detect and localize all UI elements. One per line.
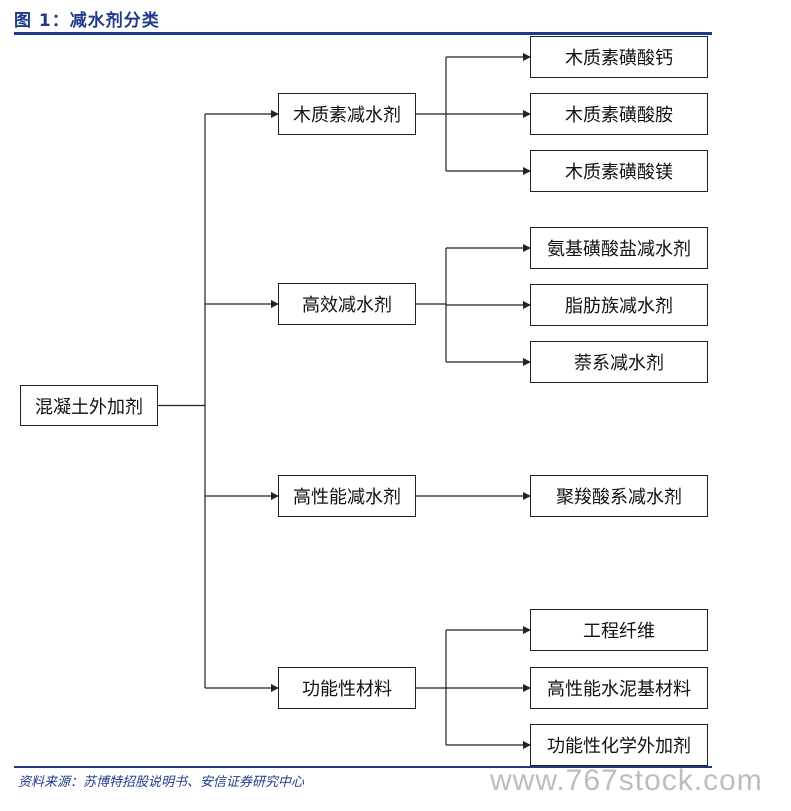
category-node-functional-material: 功能性材料: [278, 667, 416, 709]
category-node-lignin: 木质素减水剂: [278, 93, 416, 135]
root-node: 混凝土外加剂: [20, 385, 158, 426]
leaf-node: 萘系减水剂: [530, 341, 708, 383]
leaf-node: 功能性化学外加剂: [530, 724, 708, 766]
leaf-node: 工程纤维: [530, 609, 708, 651]
source-note: 资料来源：苏博特招股说明书、安信证券研究中心: [18, 775, 305, 790]
category-node-high-efficiency: 高效减水剂: [278, 283, 416, 325]
leaf-node: 木质素磺酸镁: [530, 150, 708, 192]
figure-title: 图 1：减水剂分类: [14, 11, 160, 31]
watermark: www.767stock.com: [490, 764, 763, 797]
leaf-node: 木质素磺酸胺: [530, 93, 708, 135]
bottom-rule: [14, 766, 712, 768]
category-node-high-performance: 高性能减水剂: [278, 475, 416, 517]
leaf-node: 氨基磺酸盐减水剂: [530, 227, 708, 269]
leaf-node: 木质素磺酸钙: [530, 36, 708, 78]
leaf-node: 高性能水泥基材料: [530, 667, 708, 709]
leaf-node: 脂肪族减水剂: [530, 284, 708, 326]
leaf-node: 聚羧酸系减水剂: [530, 475, 708, 517]
title-rule: [14, 32, 712, 35]
